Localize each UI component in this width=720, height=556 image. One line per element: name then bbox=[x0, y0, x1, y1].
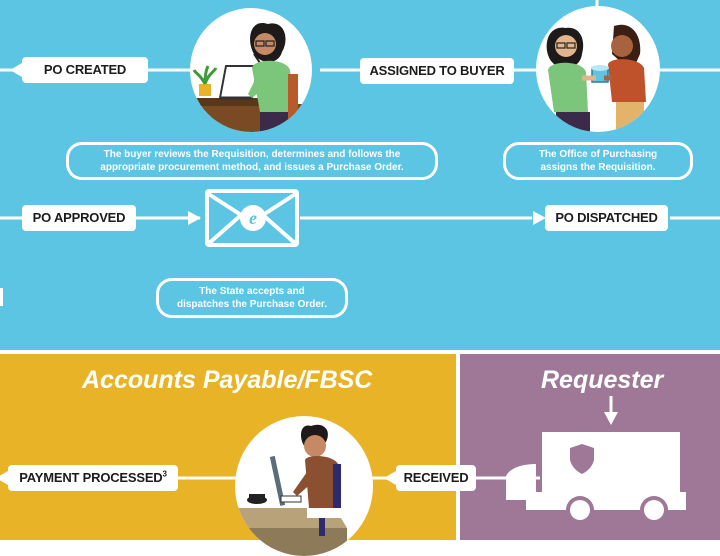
vertical-divider bbox=[456, 354, 460, 540]
received-label: RECEIVED bbox=[396, 465, 476, 491]
accounts-payable-title: Accounts Payable/FBSC bbox=[82, 366, 373, 394]
horizontal-divider bbox=[0, 350, 720, 354]
delivery-truck-icon bbox=[506, 432, 686, 524]
accounts-payable-panel bbox=[0, 354, 456, 540]
po-dispatched-label: PO DISPATCHED bbox=[545, 205, 668, 231]
buyer-review-note: The buyer reviews the Requisition, deter… bbox=[66, 142, 438, 180]
buyer-at-desk-illustration bbox=[190, 8, 312, 132]
accounts-payable-clerk-illustration bbox=[235, 416, 373, 556]
requester-title: Requester bbox=[541, 366, 664, 394]
po-approved-label: PO APPROVED bbox=[22, 205, 136, 231]
footnote-marker: 3 bbox=[162, 469, 167, 479]
po-created-label: PO CREATED bbox=[22, 57, 148, 83]
payment-processed-label: PAYMENT PROCESSED3 bbox=[8, 465, 178, 491]
assigned-to-buyer-label: ASSIGNED TO BUYER bbox=[360, 58, 514, 84]
email-envelope-icon: e bbox=[205, 189, 299, 247]
purchasing-staff-illustration bbox=[536, 6, 660, 132]
svg-text:e: e bbox=[249, 208, 257, 228]
